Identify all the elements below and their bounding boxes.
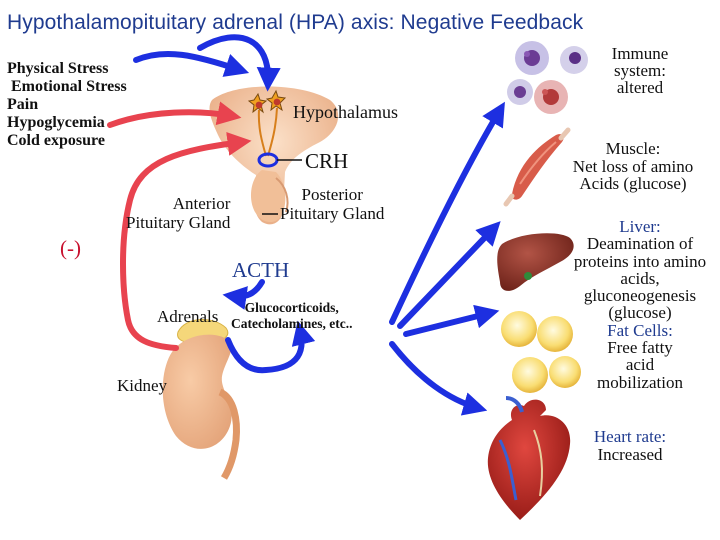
hormones-label: Glucocorticoids, Catecholamines, etc..	[231, 300, 352, 332]
heart-target-label: Heart rate: Increased	[575, 428, 685, 464]
hormones-line: Glucocorticoids,	[244, 300, 339, 315]
fat-line: Free fatty	[607, 338, 673, 358]
posterior-pituitary-label: Posterior Pituitary Gland	[280, 185, 384, 223]
fat-line: mobilization	[597, 372, 683, 392]
liver-line: proteins into amino	[573, 251, 707, 271]
liver-line: Deamination of	[586, 234, 694, 254]
adrenals-label: Adrenals	[157, 307, 219, 326]
anterior-pituitary-line: Pituitary Gland	[126, 213, 231, 232]
immune-line: system:	[614, 61, 666, 80]
anterior-pituitary-label: Anterior Pituitary Gland	[126, 194, 230, 232]
adrenal-kidney-icon	[162, 319, 240, 480]
page-title: Hypothalamopituitary adrenal (HPA) axis:…	[7, 11, 584, 34]
fat-cells-icon	[501, 311, 581, 393]
stressor-item: Cold exposure	[7, 132, 105, 149]
liver-line: gluconeogenesis	[583, 286, 697, 306]
muscle-line: Net loss of amino	[572, 156, 694, 176]
stressor-item: Physical Stress	[7, 60, 109, 77]
heart-line: Increased	[597, 445, 663, 464]
immune-line: Immune	[611, 44, 669, 63]
negative-feedback-sign: (-)	[60, 236, 81, 260]
stressor-list: Physical Stress Emotional Stress Pain Hy…	[7, 60, 127, 150]
immune-line: altered	[616, 78, 664, 97]
posterior-pituitary-line: Pituitary Gland	[280, 204, 385, 223]
fat-line: acid	[625, 355, 655, 375]
hormones-line: Catecholamines, etc..	[231, 316, 353, 331]
acth-label: ACTH	[232, 258, 290, 282]
stressor-item: Pain	[7, 96, 39, 113]
stressor-item: Emotional Stress	[7, 78, 127, 95]
liver-fat-target-label: Liver: Deamination of proteins into amin…	[560, 218, 720, 391]
neuron-icon	[247, 89, 302, 215]
liver-icon	[497, 233, 574, 291]
heart-icon	[487, 396, 571, 520]
liver-line: Liver:	[619, 217, 661, 236]
kidney-label: Kidney	[117, 376, 168, 395]
posterior-pituitary-line: Posterior	[301, 185, 363, 204]
muscle-target-label: Muscle: Net loss of amino Acids (glucose…	[553, 140, 713, 193]
liver-line: (glucose)	[608, 303, 672, 323]
heart-line: Heart rate:	[593, 427, 667, 446]
fat-line: Fat Cells:	[607, 320, 673, 340]
hypothalamus-label: Hypothalamus	[293, 102, 398, 122]
feedback-arrows	[107, 101, 252, 351]
anterior-pituitary-line: Anterior	[172, 194, 231, 213]
stressor-item: Hypoglycemia	[7, 114, 105, 131]
immune-cells-icon	[507, 41, 588, 114]
muscle-icon	[503, 127, 571, 207]
stimulus-arrows	[133, 34, 505, 416]
crh-label: CRH	[305, 149, 349, 173]
immune-target-label: Immune system: altered	[590, 45, 690, 96]
muscle-line: Muscle:	[605, 139, 661, 158]
liver-line: acids,	[620, 268, 660, 288]
muscle-line: Acids (glucose)	[579, 174, 687, 193]
